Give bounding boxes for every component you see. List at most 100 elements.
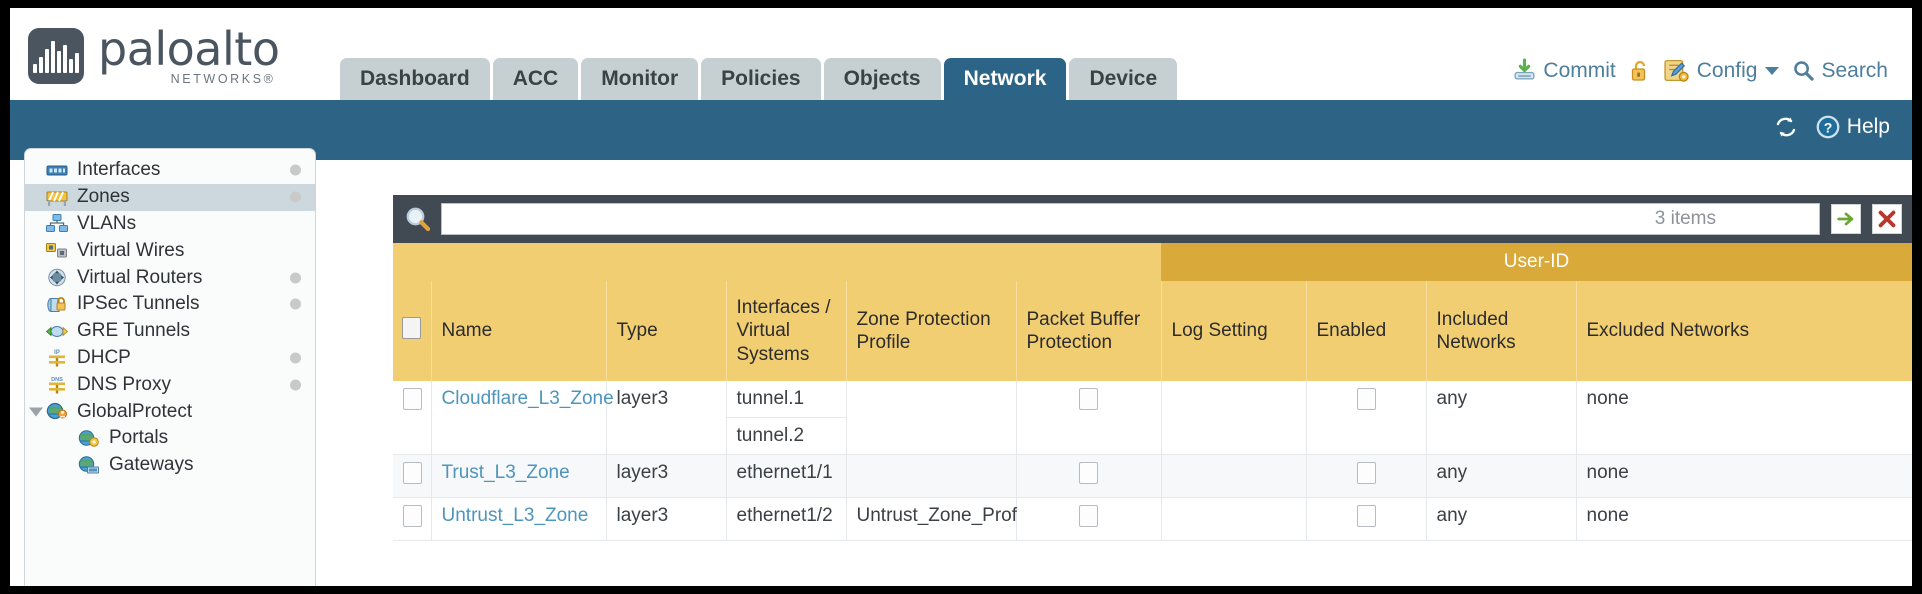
expander-triangle-icon[interactable] bbox=[29, 407, 43, 417]
search-input[interactable] bbox=[441, 203, 1820, 235]
config-menu[interactable]: Config bbox=[1664, 58, 1780, 83]
row-checkbox[interactable] bbox=[403, 462, 422, 484]
sidebar-item-label: Virtual Wires bbox=[77, 239, 185, 261]
svg-text:DNS: DNS bbox=[51, 377, 63, 383]
sidebar-item-vlans[interactable]: VLANs bbox=[25, 211, 315, 238]
cell-log-setting bbox=[1161, 497, 1307, 541]
cell-type: layer3 bbox=[606, 454, 727, 498]
zone-name-link[interactable]: Untrust_L3_Zone bbox=[441, 505, 589, 526]
sidebar-item-portals[interactable]: Portals bbox=[25, 425, 315, 452]
sidebar-item-label: Interfaces bbox=[77, 159, 161, 181]
zone-name-link[interactable]: Trust_L3_Zone bbox=[441, 462, 570, 483]
tab-device[interactable]: Device bbox=[1069, 58, 1178, 100]
tab-objects[interactable]: Objects bbox=[823, 58, 941, 100]
column-header-enabled[interactable]: Enabled bbox=[1306, 281, 1427, 381]
row-checkbox[interactable] bbox=[403, 505, 422, 527]
sidebar-item-virtual-routers[interactable]: Virtual Routers bbox=[25, 264, 315, 291]
clear-filter-button[interactable] bbox=[1872, 204, 1902, 234]
cell-type: layer3 bbox=[606, 381, 727, 455]
sidebar-item-gateways[interactable]: Gateways bbox=[25, 452, 315, 479]
user-id-enabled-checkbox[interactable] bbox=[1356, 388, 1376, 410]
sidebar-item-indicator bbox=[290, 191, 301, 203]
gre-tunnels-icon bbox=[45, 321, 69, 341]
sidebar-item-interfaces[interactable]: Interfaces bbox=[25, 157, 315, 184]
unlock-button[interactable] bbox=[1629, 59, 1651, 83]
cell-included-networks: any bbox=[1426, 381, 1577, 455]
config-label: Config bbox=[1696, 58, 1758, 82]
user-id-enabled-checkbox[interactable] bbox=[1356, 462, 1376, 484]
row-checkbox[interactable] bbox=[403, 388, 422, 410]
commit-label: Commit bbox=[1543, 58, 1616, 82]
cell-packet-buffer-protection bbox=[1016, 497, 1162, 541]
sidebar-item-label: VLANs bbox=[77, 212, 137, 234]
packet-buffer-protection-checkbox[interactable] bbox=[1079, 462, 1098, 484]
column-header-excluded-networks[interactable]: Excluded Networks bbox=[1576, 281, 1912, 381]
column-header-interfaces-virtual-systems[interactable]: Interfaces / Virtual Systems bbox=[726, 281, 847, 381]
user-id-enabled-checkbox[interactable] bbox=[1356, 505, 1376, 527]
arrow-right-icon bbox=[1837, 212, 1854, 226]
sidebar-item-ipsec-tunnels[interactable]: IPSec Tunnels bbox=[25, 291, 315, 318]
packet-buffer-protection-checkbox[interactable] bbox=[1079, 505, 1098, 527]
tab-acc[interactable]: ACC bbox=[492, 58, 579, 100]
sub-header-band: ? Help bbox=[10, 100, 1912, 160]
commit-button[interactable]: Commit bbox=[1512, 58, 1616, 83]
brand-trademark: ® bbox=[263, 72, 276, 86]
zones-icon bbox=[45, 187, 69, 207]
filter-search-icon[interactable] bbox=[403, 204, 433, 234]
apply-filter-button[interactable] bbox=[1831, 204, 1861, 234]
help-button[interactable]: ? Help bbox=[1815, 114, 1890, 140]
tab-dashboard[interactable]: Dashboard bbox=[340, 58, 490, 100]
row-select-cell bbox=[393, 497, 432, 541]
sidebar-item-zones[interactable]: Zones bbox=[25, 183, 315, 211]
tab-monitor[interactable]: Monitor bbox=[581, 58, 699, 100]
cell-included-networks: any bbox=[1426, 454, 1577, 498]
tab-network[interactable]: Network bbox=[943, 58, 1067, 100]
cell-interfaces: ethernet1/2 bbox=[726, 497, 847, 541]
sidebar-item-indicator bbox=[290, 298, 301, 310]
column-header-name[interactable]: Name bbox=[431, 281, 607, 381]
column-header-packet-buffer-protection[interactable]: Packet Buffer Protection bbox=[1016, 281, 1162, 381]
commit-icon bbox=[1514, 58, 1535, 80]
cell-user-id-enabled bbox=[1306, 497, 1427, 541]
zone-name-link[interactable]: Cloudflare_L3_Zone bbox=[441, 388, 614, 409]
column-header-type[interactable]: Type bbox=[606, 281, 727, 381]
refresh-button[interactable] bbox=[1773, 115, 1799, 139]
cell-included-networks: any bbox=[1426, 497, 1577, 541]
group-header-user-id: User-ID bbox=[1161, 243, 1912, 281]
dhcp-icon: IP bbox=[45, 348, 69, 368]
cell-packet-buffer-protection bbox=[1016, 454, 1162, 498]
tab-policies[interactable]: Policies bbox=[701, 58, 821, 100]
search-button[interactable]: Search bbox=[1792, 59, 1888, 83]
sidebar-item-virtual-wires[interactable]: Virtual Wires bbox=[25, 237, 315, 264]
sidebar-item-gre-tunnels[interactable]: GRE Tunnels bbox=[25, 318, 315, 345]
packet-buffer-protection-checkbox[interactable] bbox=[1079, 388, 1098, 410]
cell-excluded-networks: none bbox=[1576, 381, 1912, 455]
column-header-zone-protection-profile[interactable]: Zone Protection Profile bbox=[846, 281, 1017, 381]
sidebar-item-label: IPSec Tunnels bbox=[77, 293, 200, 315]
zones-content-panel: 3 items bbox=[393, 195, 1912, 586]
cell-zone-protection-profile bbox=[846, 381, 1017, 455]
cell-zone-protection-profile bbox=[846, 454, 1017, 498]
virtual-routers-icon bbox=[45, 268, 69, 288]
select-all-checkbox[interactable] bbox=[402, 316, 422, 339]
interface-entry: tunnel.2 bbox=[736, 425, 805, 446]
sidebar-item-indicator bbox=[290, 352, 301, 364]
interface-entry: ethernet1/1 bbox=[736, 462, 833, 483]
column-header-log-setting[interactable]: Log Setting bbox=[1161, 281, 1307, 381]
sidebar-item-globalprotect[interactable]: GlobalProtect bbox=[25, 398, 315, 425]
sidebar-item-indicator bbox=[290, 164, 301, 176]
help-icon: ? bbox=[1816, 115, 1840, 139]
brand-tagline: NETWORKS® bbox=[98, 72, 279, 86]
column-header-included-networks[interactable]: Included Networks bbox=[1426, 281, 1577, 381]
